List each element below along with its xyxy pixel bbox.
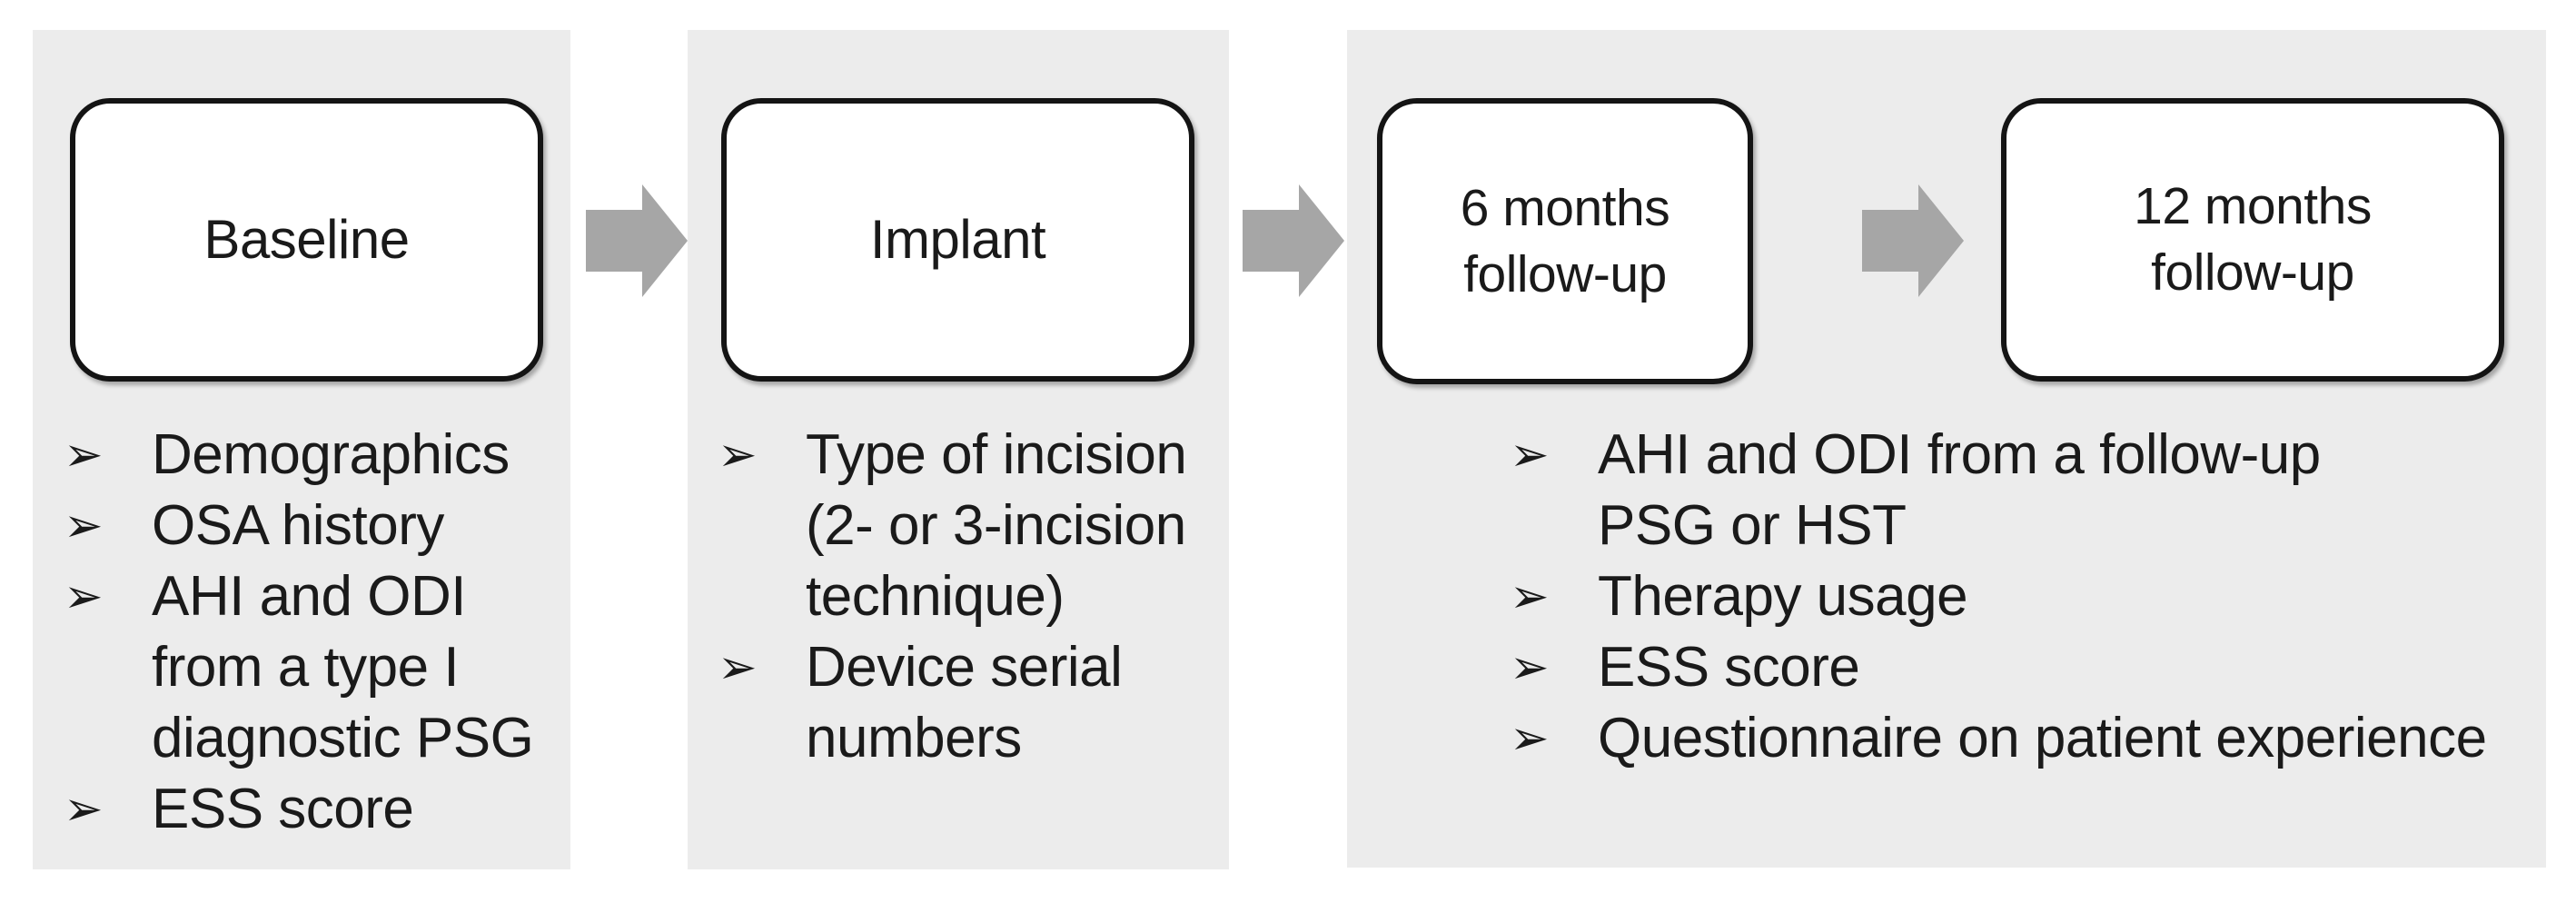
flow-arrow-icon-baseline-to-implant: [586, 184, 688, 297]
arrowhead-bullet-icon: ➢: [64, 570, 104, 624]
bullet-text: Type of incision (2- or 3-incision techn…: [806, 423, 1187, 628]
bullet-text: ESS score: [1598, 636, 1860, 699]
bullet-text: Device serial numbers: [806, 636, 1123, 769]
bullet-text: OSA history: [152, 494, 444, 557]
arrowhead-bullet-icon: ➢: [64, 782, 104, 837]
list-item: ➢ Questionnaire on patient experience: [1510, 703, 2545, 774]
arrowhead-bullet-icon: ➢: [1510, 570, 1550, 624]
flow-arrow-icon-6-to-12-months: [1862, 184, 1964, 297]
list-item: ➢ AHI and ODI from a follow-up PSG or HS…: [1510, 420, 2545, 561]
arrowhead-bullet-icon: ➢: [64, 428, 104, 482]
stage-label-implant: Implant: [869, 209, 1046, 270]
bullet-text: AHI and ODI from a type I diagnostic PSG: [152, 565, 534, 769]
arrowhead-bullet-icon: ➢: [1510, 711, 1550, 766]
stage-label-6-months-follow-up: 6 months follow-up: [1460, 178, 1670, 303]
list-item: ➢ Device serial numbers: [718, 632, 1224, 774]
bullet-text: ESS score: [152, 778, 414, 840]
list-item: ➢ OSA history: [64, 491, 561, 561]
list-item: ➢ Demographics: [64, 420, 561, 491]
arrowhead-bullet-icon: ➢: [1510, 428, 1550, 482]
stage-label-12-months-follow-up: 12 months follow-up: [2134, 177, 2372, 302]
list-item: ➢ Therapy usage: [1510, 561, 2545, 632]
bullet-list-baseline: ➢ Demographics ➢ OSA history ➢ AHI and O…: [64, 420, 561, 845]
flow-arrow-icon-implant-to-6-months: [1243, 184, 1344, 297]
bullet-list-follow-up: ➢ AHI and ODI from a follow-up PSG or HS…: [1510, 420, 2545, 774]
arrowhead-bullet-icon: ➢: [1510, 640, 1550, 695]
bullet-text: AHI and ODI from a follow-up PSG or HST: [1598, 423, 2321, 557]
stage-box-6-months-follow-up: 6 months follow-up: [1377, 98, 1753, 384]
stage-label-baseline: Baseline: [203, 209, 410, 270]
arrowhead-bullet-icon: ➢: [718, 640, 758, 695]
list-item: ➢ ESS score: [64, 774, 561, 845]
stage-box-12-months-follow-up: 12 months follow-up: [2001, 98, 2504, 382]
bullet-text: Therapy usage: [1598, 565, 1968, 628]
bullet-text: Demographics: [152, 423, 510, 486]
list-item: ➢ AHI and ODI from a type I diagnostic P…: [64, 561, 561, 774]
list-item: ➢ ESS score: [1510, 632, 2545, 703]
arrowhead-bullet-icon: ➢: [64, 499, 104, 553]
arrowhead-bullet-icon: ➢: [718, 428, 758, 482]
stage-box-baseline: Baseline: [70, 98, 543, 382]
stage-box-implant: Implant: [721, 98, 1194, 382]
bullet-list-implant: ➢ Type of incision (2- or 3-incision tec…: [718, 420, 1224, 774]
list-item: ➢ Type of incision (2- or 3-incision tec…: [718, 420, 1224, 632]
bullet-text: Questionnaire on patient experience: [1598, 707, 2487, 769]
